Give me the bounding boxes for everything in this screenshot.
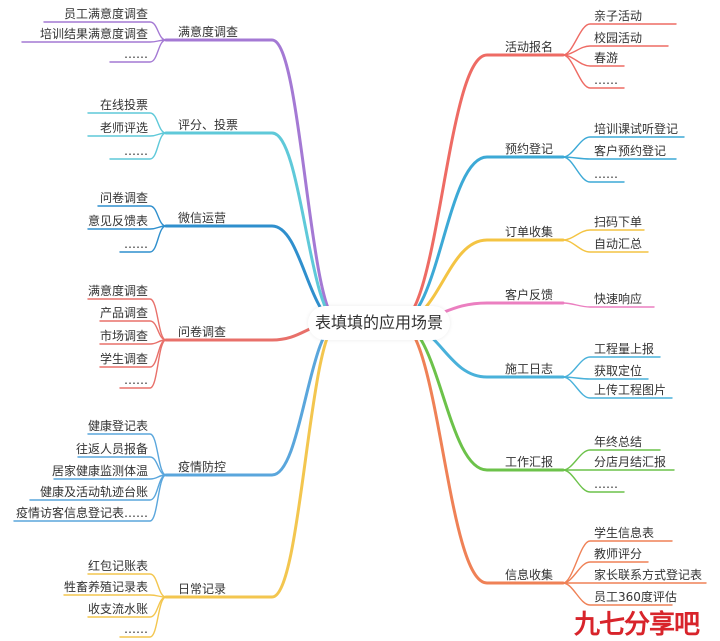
watermark-logo: 九七分享吧 [574,610,700,640]
leaf-label: …… [124,47,148,61]
branch-label: 预约登记 [505,142,554,156]
leaf-label: 意见反馈表 [87,214,148,228]
child-connector [562,302,655,308]
leaf-label: 工程量上报 [594,342,655,356]
leaf-label: …… [594,73,618,87]
child-connector [109,132,167,160]
leaf-label: 家长联系方式登记表 [594,568,703,582]
leaf-label: 学生信息表 [594,526,655,540]
child-connector [562,229,645,241]
child-connector [562,449,661,471]
leaf-label: …… [124,237,148,251]
leaf-label: 培训课试听登记 [594,122,679,136]
branch-label: 活动报名 [505,40,554,54]
child-connector [97,205,167,227]
leaf-label: 满意度调查 [87,284,148,298]
leaf-label: 在线投票 [99,98,148,112]
leaf-label: 学生调查 [99,352,148,366]
child-connector [43,21,167,41]
child-connector [99,320,167,341]
leaf-label: 收支流水账 [87,602,148,616]
leaf-label: 培训结果满意度调查 [39,27,148,41]
branch-connector [164,38,341,324]
child-connector [562,45,669,56]
central-topic: 表填填的应用场景 [308,306,450,340]
branch-connector [397,53,565,324]
leaf-label: 往返人员报备 [75,442,148,456]
branch-label: 微信运营 [178,211,227,225]
branch-label: 日常记录 [178,582,227,596]
branch-label: 客户反馈 [505,288,554,302]
leaf-label: 市场调查 [99,329,148,343]
branch-label: 评分、投票 [178,118,239,132]
leaf-label: 扫码下单 [594,215,643,229]
child-connector [562,469,625,493]
child-connector [562,136,685,158]
leaf-label: 获取定位 [594,364,643,378]
branch-label: 问卷调查 [178,325,227,339]
child-connector [562,156,625,183]
child-connector [562,582,673,606]
child-connector [87,573,167,598]
leaf-label: 自动汇总 [594,237,643,251]
child-connector [109,39,167,63]
child-connector [13,474,167,522]
leaf-label: 员工360度评估 [594,590,677,604]
leaf-label: …… [124,373,148,387]
branch-label: 信息收集 [505,568,554,582]
child-connector [562,239,649,253]
leaf-label: 牲畜养殖记录表 [63,580,148,594]
leaf-label: 老师评选 [99,121,148,135]
branch-label: 工作汇报 [505,455,554,469]
leaf-label: 客户预约登记 [594,144,667,158]
child-connector [562,23,677,56]
leaf-label: 员工满意度调查 [63,7,148,21]
leaf-label: 问卷调查 [99,191,148,205]
child-connector [77,456,167,476]
child-connector [562,54,625,89]
branch-connector [397,320,565,472]
branch-label: 订单收集 [505,225,554,239]
branch-label: 施工日志 [505,362,554,376]
child-connector [119,596,167,638]
child-connector [63,594,167,598]
leaf-label: …… [594,477,618,491]
leaf-label: 健康及活动轨迹台账 [39,485,148,499]
branch-label: 疫情防控 [178,460,227,474]
child-connector [119,225,167,253]
leaf-label: 上传工程图片 [594,383,667,397]
child-connector [562,356,661,378]
leaf-label: 快速响应 [594,292,643,306]
leaf-label: …… [124,144,148,158]
child-connector [562,376,673,399]
leaf-label: 校园活动 [594,31,643,45]
leaf-label: 疫情访客信息登记表…… [15,506,148,520]
leaf-label: 年终总结 [594,435,643,449]
child-connector [119,339,167,389]
leaf-label: 红包记账表 [87,559,148,573]
leaf-label: …… [124,622,148,636]
leaf-label: 居家健康监测体温 [51,464,148,478]
leaf-label: 产品调查 [99,306,148,320]
child-connector [562,561,649,584]
branch-label: 满意度调查 [178,25,239,39]
child-connector [87,112,167,134]
leaf-label: 春游 [594,51,619,65]
leaf-label: 教师评分 [594,547,643,561]
leaf-label: …… [594,167,618,181]
leaf-label: 健康登记表 [87,419,148,433]
leaf-label: 分店月结汇报 [594,455,667,469]
leaf-label: 亲子活动 [594,9,643,23]
